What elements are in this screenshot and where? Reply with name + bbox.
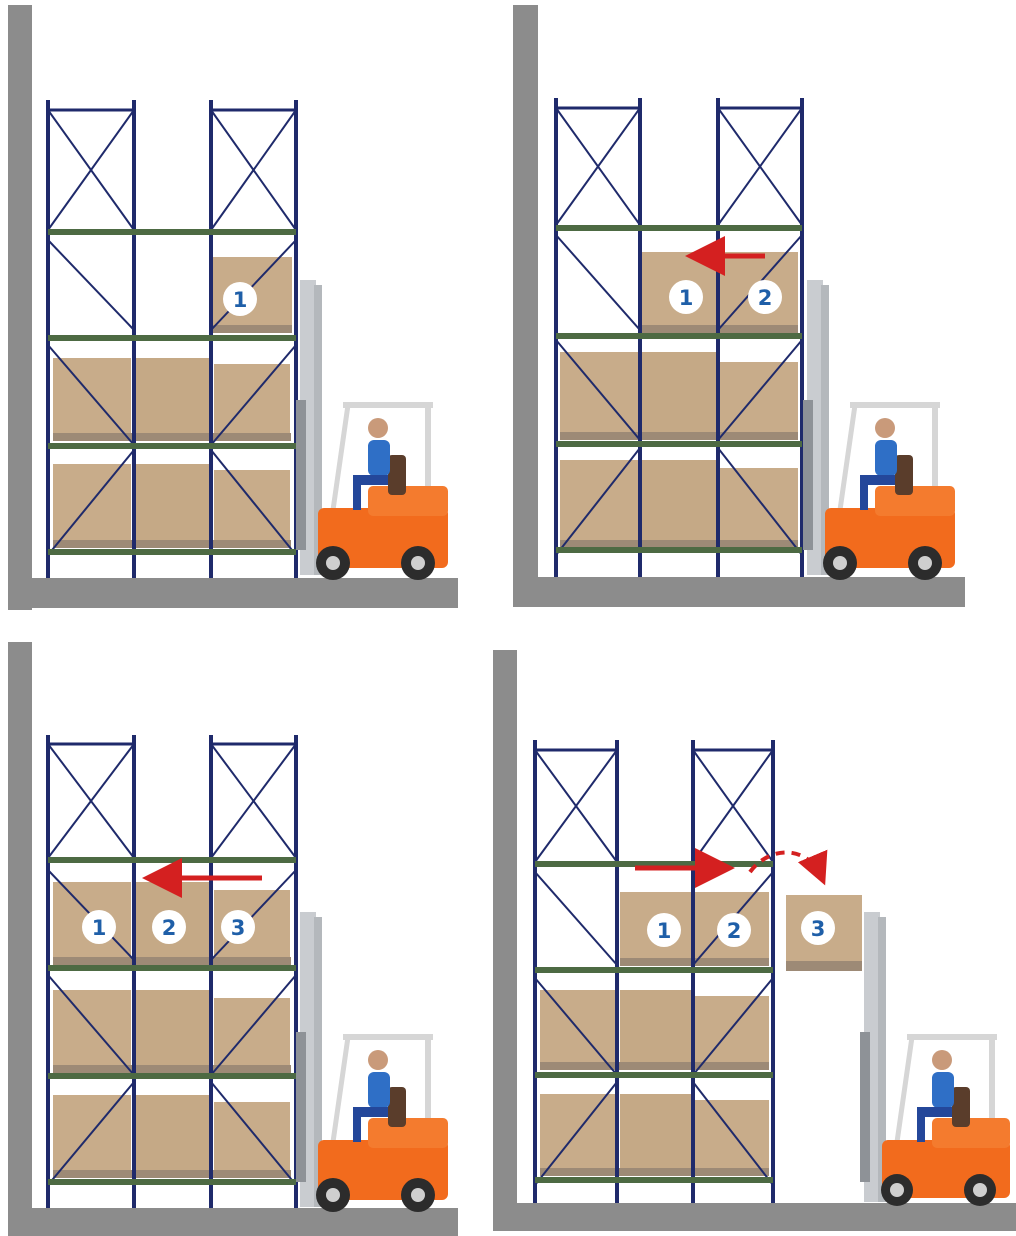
forklift-icon — [860, 912, 1010, 1206]
pallet-badge: 1 — [647, 913, 681, 947]
pallet-label: 1 — [679, 286, 694, 310]
pallet-badge: 2 — [152, 910, 186, 944]
pallet-label: 3 — [231, 916, 246, 940]
pallet-badge: 3 — [221, 910, 255, 944]
panel-step-2: 1 2 — [513, 5, 965, 607]
pallet-badge: 1 — [669, 280, 703, 314]
pallet-badge: 1 — [223, 282, 257, 316]
wall — [513, 5, 538, 605]
pallet-badge: 2 — [748, 280, 782, 314]
floor — [513, 577, 965, 607]
panel-step-3: 1 2 3 — [8, 642, 458, 1236]
floor — [8, 578, 458, 608]
pallet-label: 2 — [727, 919, 742, 943]
pallet-label: 1 — [92, 916, 107, 940]
pallet-label: 2 — [758, 286, 773, 310]
forklift-icon — [803, 280, 955, 580]
pallet-label: 1 — [657, 919, 672, 943]
panel-step-4: 1 2 3 — [493, 650, 1016, 1231]
pallet-badge: 2 — [717, 913, 751, 947]
pallet-label: 2 — [162, 916, 177, 940]
pallet-label: 1 — [233, 288, 248, 312]
pallet-badge: 1 — [82, 910, 116, 944]
wall — [8, 5, 32, 610]
pallet-label: 3 — [811, 917, 826, 941]
forklift-icon — [296, 912, 448, 1212]
floor — [8, 1208, 458, 1236]
wall — [8, 642, 32, 1236]
forklift-icon — [296, 280, 448, 580]
panel-step-1: 1 — [8, 5, 458, 610]
wall — [493, 650, 517, 1230]
pallet-badge: 3 — [801, 911, 835, 945]
floor — [493, 1203, 1016, 1231]
